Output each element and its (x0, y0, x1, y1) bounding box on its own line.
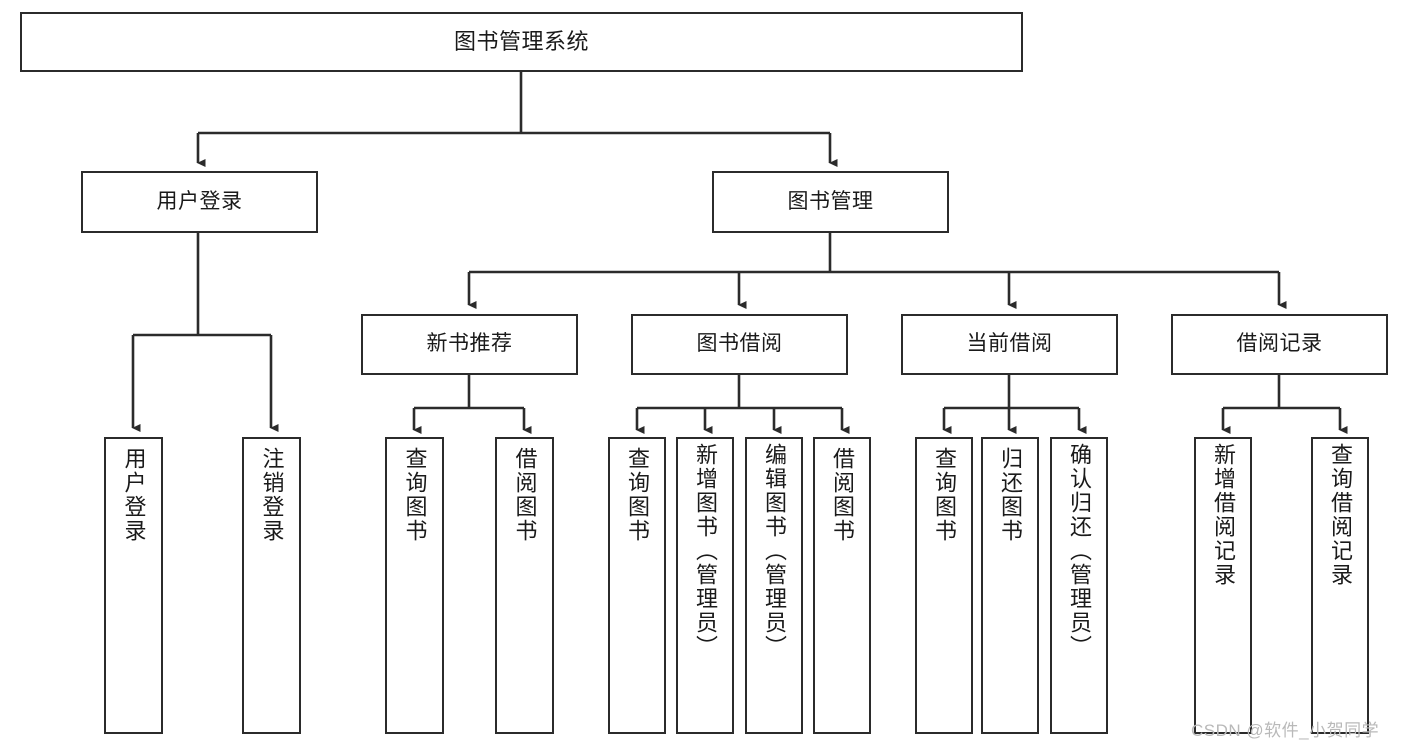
leaf-query-book-3-label: 查询图书 (932, 447, 957, 543)
leaf-query-book-2-label: 查询图书 (625, 447, 650, 543)
node-book-borrow-label: 图书借阅 (696, 332, 783, 356)
leaf-logout-login-label: 注销登录 (259, 447, 285, 543)
leaf-return-book-label: 归还图书 (998, 447, 1023, 543)
node-borrow-record[interactable]: 借阅记录 (1171, 314, 1388, 375)
node-root-book-management-system[interactable]: 图书管理系统 (20, 12, 1023, 72)
node-book-borrow[interactable]: 图书借阅 (631, 314, 848, 375)
node-book-manage-label: 图书管理 (787, 189, 874, 213)
leaf-add-book-admin[interactable]: 新增图书（管理员） (676, 437, 734, 734)
leaf-query-book-2[interactable]: 查询图书 (608, 437, 666, 734)
node-current-borrow[interactable]: 当前借阅 (901, 314, 1118, 375)
leaf-return-book[interactable]: 归还图书 (981, 437, 1039, 734)
leaf-confirm-return-admin-label: 确认归还（管理员） (1067, 443, 1092, 659)
leaf-edit-book-admin-label: 编辑图书（管理员） (762, 443, 787, 659)
leaf-query-book-1[interactable]: 查询图书 (385, 437, 444, 734)
leaf-borrow-book-2[interactable]: 借阅图书 (813, 437, 871, 734)
leaf-borrow-book-2-label: 借阅图书 (830, 447, 855, 543)
leaf-add-borrow-record[interactable]: 新增借阅记录 (1194, 437, 1252, 734)
leaf-confirm-return-admin[interactable]: 确认归还（管理员） (1050, 437, 1108, 734)
node-user-login[interactable]: 用户登录 (81, 171, 318, 233)
node-borrow-record-label: 借阅记录 (1236, 332, 1323, 356)
node-current-borrow-label: 当前借阅 (966, 332, 1053, 356)
leaf-add-book-admin-label: 新增图书（管理员） (693, 443, 718, 659)
leaf-query-book-3[interactable]: 查询图书 (915, 437, 973, 734)
node-root-label: 图书管理系统 (453, 29, 589, 55)
leaf-logout-login[interactable]: 注销登录 (242, 437, 301, 734)
leaf-query-book-1-label: 查询图书 (402, 447, 428, 543)
node-user-login-label: 用户登录 (156, 189, 243, 213)
leaf-query-borrow-record[interactable]: 查询借阅记录 (1311, 437, 1369, 734)
leaf-add-borrow-record-label: 新增借阅记录 (1211, 443, 1236, 587)
node-new-book-recommend[interactable]: 新书推荐 (361, 314, 578, 375)
csdn-watermark: CSDN @软件_小贺同学 (1191, 721, 1380, 740)
leaf-query-borrow-record-label: 查询借阅记录 (1328, 443, 1353, 587)
leaf-borrow-book-1-label: 借阅图书 (512, 447, 538, 543)
node-new-book-recommend-label: 新书推荐 (426, 332, 513, 356)
node-book-manage[interactable]: 图书管理 (712, 171, 949, 233)
leaf-user-login-label: 用户登录 (121, 447, 147, 543)
leaf-borrow-book-1[interactable]: 借阅图书 (495, 437, 554, 734)
leaf-edit-book-admin[interactable]: 编辑图书（管理员） (745, 437, 803, 734)
leaf-user-login[interactable]: 用户登录 (104, 437, 163, 734)
